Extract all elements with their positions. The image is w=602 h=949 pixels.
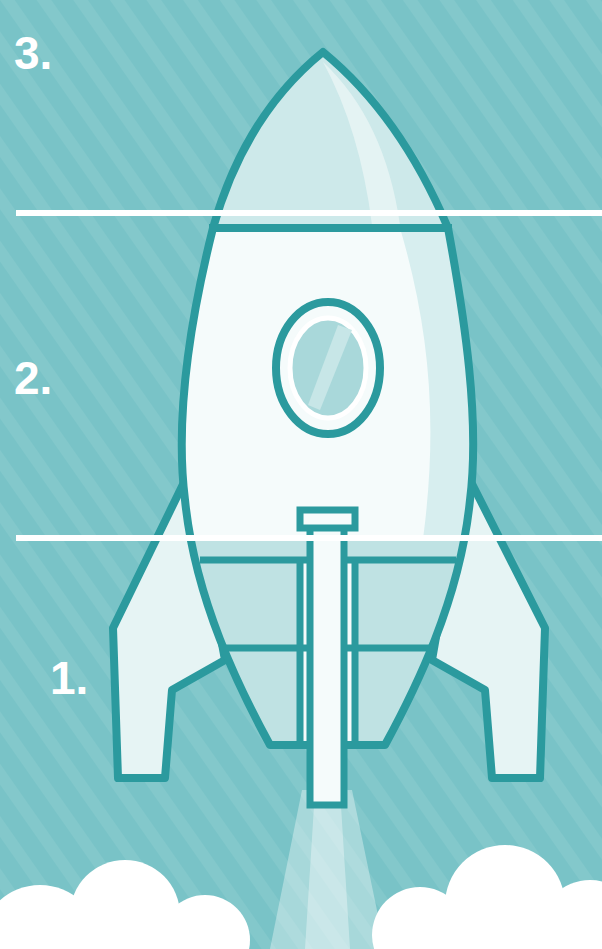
callout-number: 3. xyxy=(14,30,52,76)
cloud xyxy=(540,880,602,949)
nozzle xyxy=(310,515,344,805)
divider-line xyxy=(16,210,602,216)
divider-line xyxy=(16,535,602,541)
nose-cone xyxy=(213,52,448,228)
panel-line xyxy=(352,560,359,745)
callout-number: 2. xyxy=(14,355,52,401)
panel-line xyxy=(297,560,304,745)
exhaust-core xyxy=(305,790,350,949)
window-glass xyxy=(290,318,366,418)
callout-number: 1. xyxy=(50,655,88,701)
cloud xyxy=(160,895,250,949)
clouds xyxy=(0,845,602,949)
nose-highlight xyxy=(323,62,400,225)
window-glint xyxy=(308,325,352,410)
nozzle-cap xyxy=(300,510,355,528)
exhaust-beam xyxy=(270,790,385,949)
nose-base xyxy=(209,224,452,232)
window-frame xyxy=(276,302,380,434)
